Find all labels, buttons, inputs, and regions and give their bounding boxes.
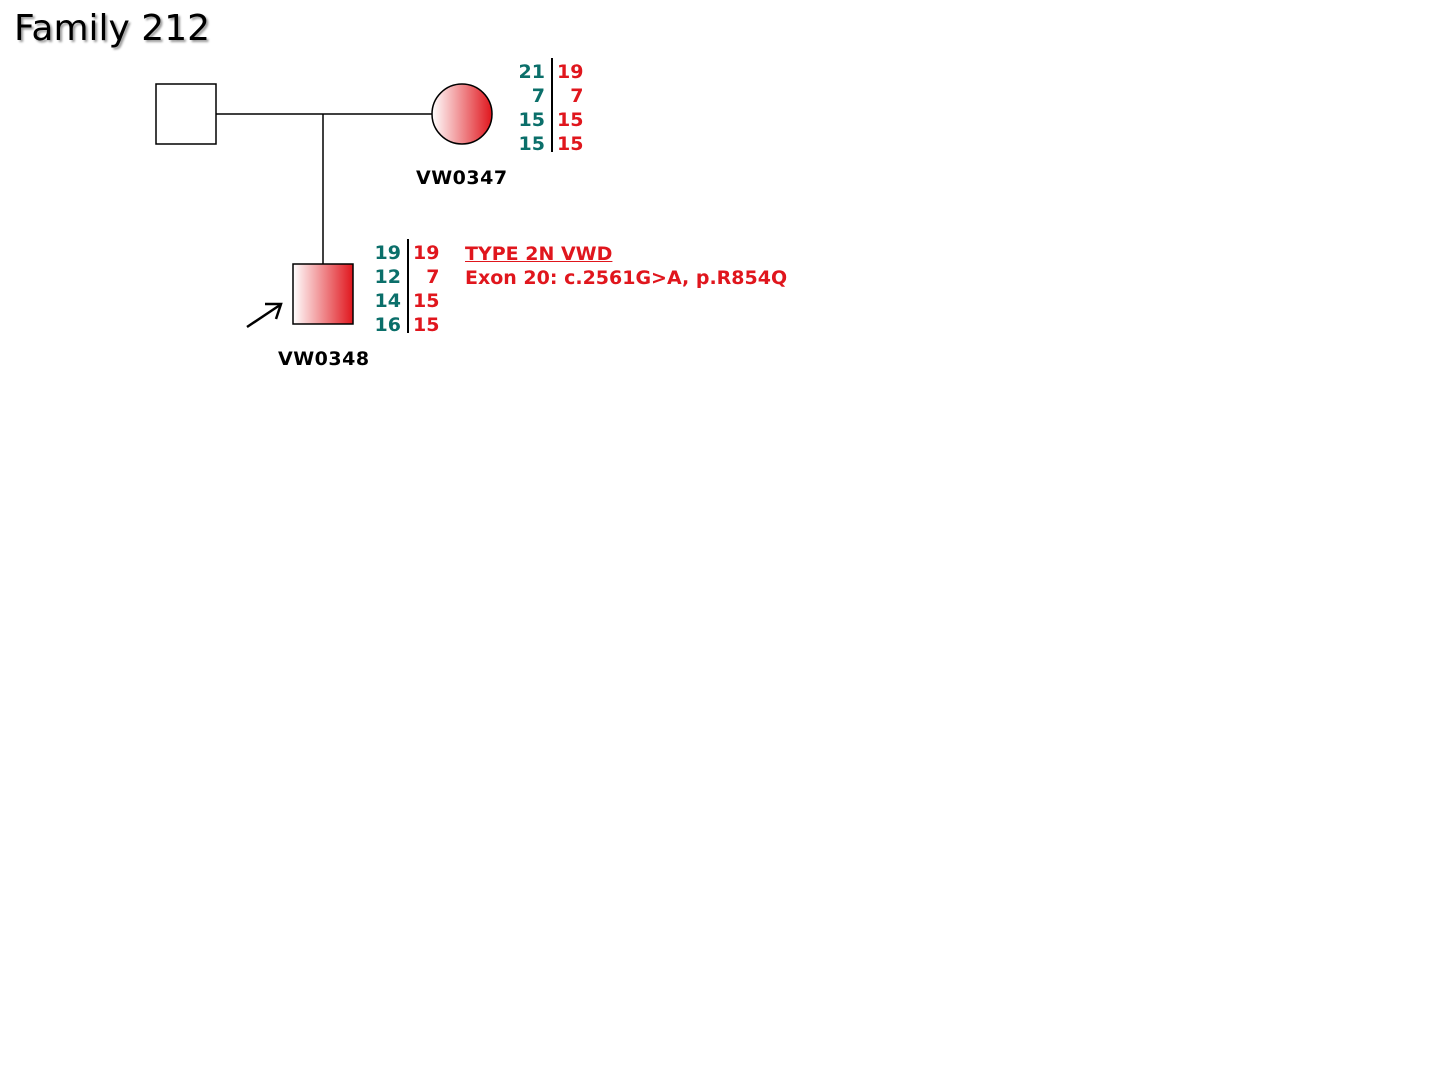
mutation-annotation: TYPE 2N VWD Exon 20: c.2561G>A, p.R854Q bbox=[465, 242, 787, 290]
mutation-text: Exon 20: c.2561G>A, p.R854Q bbox=[465, 267, 788, 289]
allele: 15 bbox=[413, 314, 440, 336]
proband-id-label: VW0348 bbox=[278, 348, 370, 370]
allele: 15 bbox=[518, 133, 545, 155]
proband-haplotype-right: 19 7 15 15 bbox=[407, 241, 439, 337]
proband-arrow-icon bbox=[246, 302, 283, 329]
allele: 15 bbox=[413, 290, 440, 312]
allele: 15 bbox=[557, 133, 584, 155]
diagnosis-heading: TYPE 2N VWD bbox=[465, 243, 613, 265]
allele: 19 bbox=[374, 242, 401, 264]
haplotype-separator bbox=[551, 58, 553, 152]
allele: 16 bbox=[374, 314, 401, 336]
mother-haplotype-right: 19 7 15 15 bbox=[551, 60, 583, 156]
mother-id-label: VW0347 bbox=[416, 167, 508, 189]
allele: 21 bbox=[518, 61, 545, 83]
page-title: Family 212 bbox=[14, 8, 210, 49]
mother-symbol[interactable] bbox=[431, 83, 493, 145]
proband-haplotype-left: 19 12 14 16 bbox=[375, 241, 407, 337]
allele: 12 bbox=[374, 266, 401, 288]
proband-haplotype: 19 12 14 16 19 7 15 15 bbox=[367, 239, 447, 337]
mother-haplotype-left: 21 7 15 15 bbox=[519, 60, 551, 156]
allele: 19 bbox=[413, 242, 440, 264]
allele: 7 bbox=[570, 85, 584, 107]
allele: 7 bbox=[426, 266, 440, 288]
allele: 7 bbox=[531, 85, 545, 107]
allele: 15 bbox=[557, 109, 584, 131]
mother-haplotype: 21 7 15 15 19 7 15 15 bbox=[511, 58, 591, 156]
haplotype-separator bbox=[407, 239, 409, 333]
allele: 19 bbox=[557, 61, 584, 83]
father-symbol[interactable] bbox=[155, 83, 217, 145]
allele: 15 bbox=[518, 109, 545, 131]
proband-symbol[interactable] bbox=[292, 263, 354, 325]
allele: 14 bbox=[374, 290, 401, 312]
